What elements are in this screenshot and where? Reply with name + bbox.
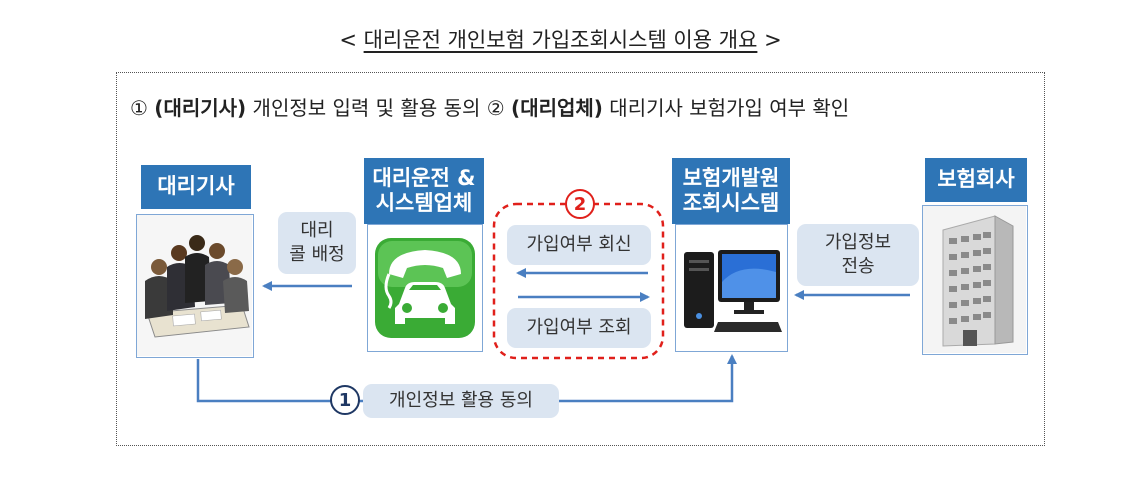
ins-dev-image [675, 224, 788, 352]
reply-text: 가입여부 회신 [526, 233, 632, 255]
page-title: < 대리운전 개인보험 가입조회시스템 이용 개요 > [0, 24, 1121, 54]
ins-dev-line1: 보험개발원 [682, 165, 780, 190]
office-building-icon [923, 206, 1026, 353]
agency-line2: 시스템업체 [375, 191, 473, 215]
step1-text: 개인정보 입력 및 활용 동의 [252, 96, 481, 120]
consent-label: 개인정보 활용 동의 [363, 384, 559, 418]
insurer-image [922, 205, 1028, 355]
step2-marker: ② [486, 96, 505, 120]
dispatch-line1: 대리 [300, 219, 334, 241]
title-suffix: > [764, 28, 782, 52]
step1-marker: ① [130, 96, 148, 120]
ins-dev-header: 보험개발원 조회시스템 [672, 158, 790, 224]
title-main: 대리운전 개인보험 가입조회시스템 이용 개요 [363, 28, 758, 52]
step2-badge: 2 [565, 189, 595, 219]
diagram-frame [116, 72, 1045, 446]
query-text: 가입여부 조회 [526, 316, 632, 338]
desktop-computer-icon [683, 250, 782, 332]
step2-text: 대리기사 보험가입 여부 확인 [609, 96, 850, 120]
dispatch-line2: 콜 배정 [289, 244, 345, 265]
transmit-label: 가입정보 전송 [797, 224, 919, 286]
reply-label: 가입여부 회신 [507, 225, 651, 265]
agency-image [367, 224, 483, 352]
step2-badge-text: 2 [573, 193, 587, 215]
business-meeting-icon [137, 215, 252, 356]
title-prefix: < [339, 28, 357, 52]
insurer-header: 보험회사 [925, 158, 1027, 202]
step1-badge-text: 1 [338, 389, 352, 411]
agency-line1: 대리운전 & [372, 165, 476, 190]
consent-text: 개인정보 활용 동의 [389, 389, 533, 411]
step2-actor: (대리업체) [511, 96, 603, 120]
ins-dev-line2: 조회시스템 [682, 191, 780, 215]
driver-image [136, 214, 254, 358]
driver-header: 대리기사 [141, 165, 251, 209]
step1-actor: (대리기사) [154, 96, 247, 120]
step1-badge: 1 [330, 385, 360, 415]
driver-label: 대리기사 [157, 174, 235, 199]
process-headline: ① (대리기사) 개인정보 입력 및 활용 동의 ② (대리업체) 대리기사 보… [130, 92, 849, 121]
insurer-label: 보험회사 [937, 167, 1015, 192]
step2-dashed-box [492, 202, 665, 360]
query-label: 가입여부 조회 [507, 308, 651, 348]
transmit-line1: 가입정보 [824, 231, 892, 253]
dispatch-label: 대리 콜 배정 [278, 212, 356, 274]
phone-car-app-icon [375, 238, 475, 338]
agency-header: 대리운전 & 시스템업체 [364, 158, 484, 224]
transmit-line2: 전송 [841, 256, 875, 277]
